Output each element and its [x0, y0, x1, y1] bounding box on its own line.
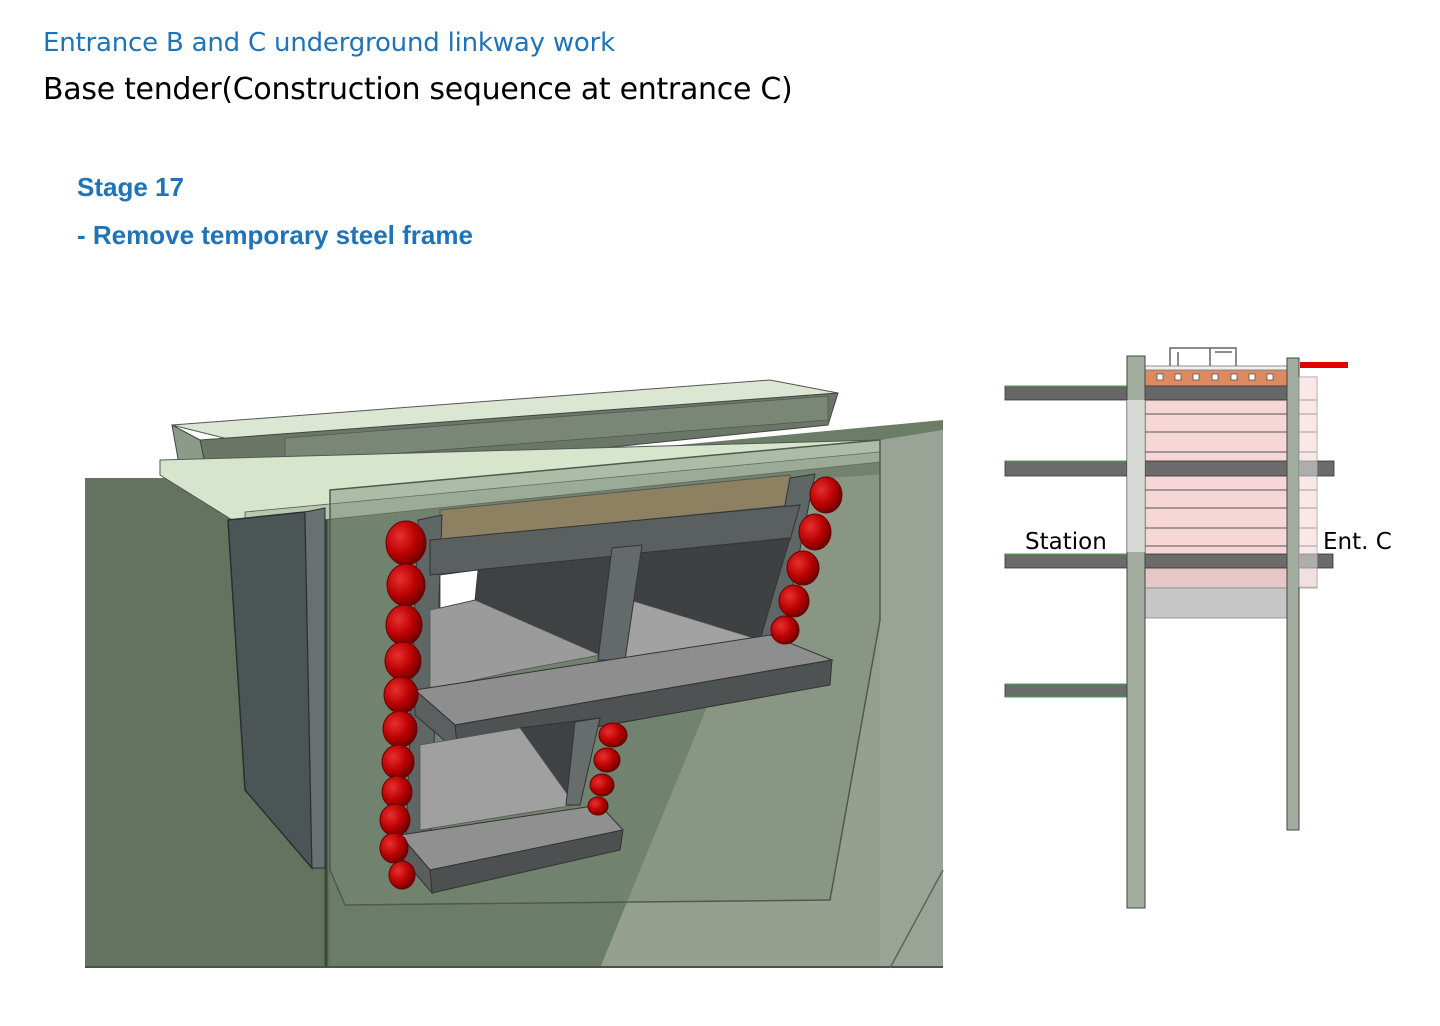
steel-pile: [598, 722, 628, 748]
steel-pile: [593, 747, 621, 773]
lower-partition: [565, 717, 601, 806]
entrance-c-label: Ent. C: [1323, 529, 1392, 555]
top-structure-frame: [1169, 347, 1237, 369]
stage-label: Stage 17: [77, 172, 184, 202]
stage-description: - Remove temporary steel frame: [77, 220, 473, 250]
left-wall-overlay: [1127, 400, 1145, 552]
red-level-marker: [1300, 362, 1348, 368]
right-wall-overlay: [1298, 376, 1318, 588]
strut-level-3: [1004, 553, 1334, 569]
opening-hole: [439, 569, 479, 609]
slab-top-line: [1144, 365, 1298, 371]
page-title: Entrance B and C underground linkway wor…: [43, 28, 615, 58]
steel-pile: [770, 615, 800, 645]
strut-level-1: [1004, 385, 1299, 401]
right-wall: [1286, 357, 1300, 831]
steel-pile: [379, 832, 409, 864]
slab-studs: [1156, 373, 1274, 381]
right-pile-column: [770, 476, 843, 645]
roof-beam-front-light: [284, 395, 829, 463]
wall-lower-right-lighter: [600, 470, 943, 968]
lower-pile-column: [587, 722, 628, 816]
left-pile-column: [379, 520, 427, 890]
steel-pile: [589, 773, 615, 797]
page-subtitle: Base tender(Construction sequence at ent…: [43, 72, 793, 107]
pier-block-side: [304, 507, 326, 869]
steel-pile: [778, 584, 810, 618]
upper-roof-slab: [429, 504, 801, 576]
steel-pile: [587, 796, 609, 816]
wall-diagonal-edge: [889, 869, 944, 969]
steel-pile: [809, 476, 843, 514]
wall-lower-light-band: [880, 430, 943, 968]
strut-level-4: [1004, 683, 1128, 698]
steel-pile: [388, 860, 416, 890]
grey-base-zone: [1144, 587, 1288, 619]
steel-pile: [786, 550, 820, 586]
strut-level-2: [1004, 460, 1335, 477]
station-label: Station: [1025, 529, 1107, 555]
strut-green-edges: [1005, 385, 1127, 698]
steel-pile: [798, 513, 832, 551]
